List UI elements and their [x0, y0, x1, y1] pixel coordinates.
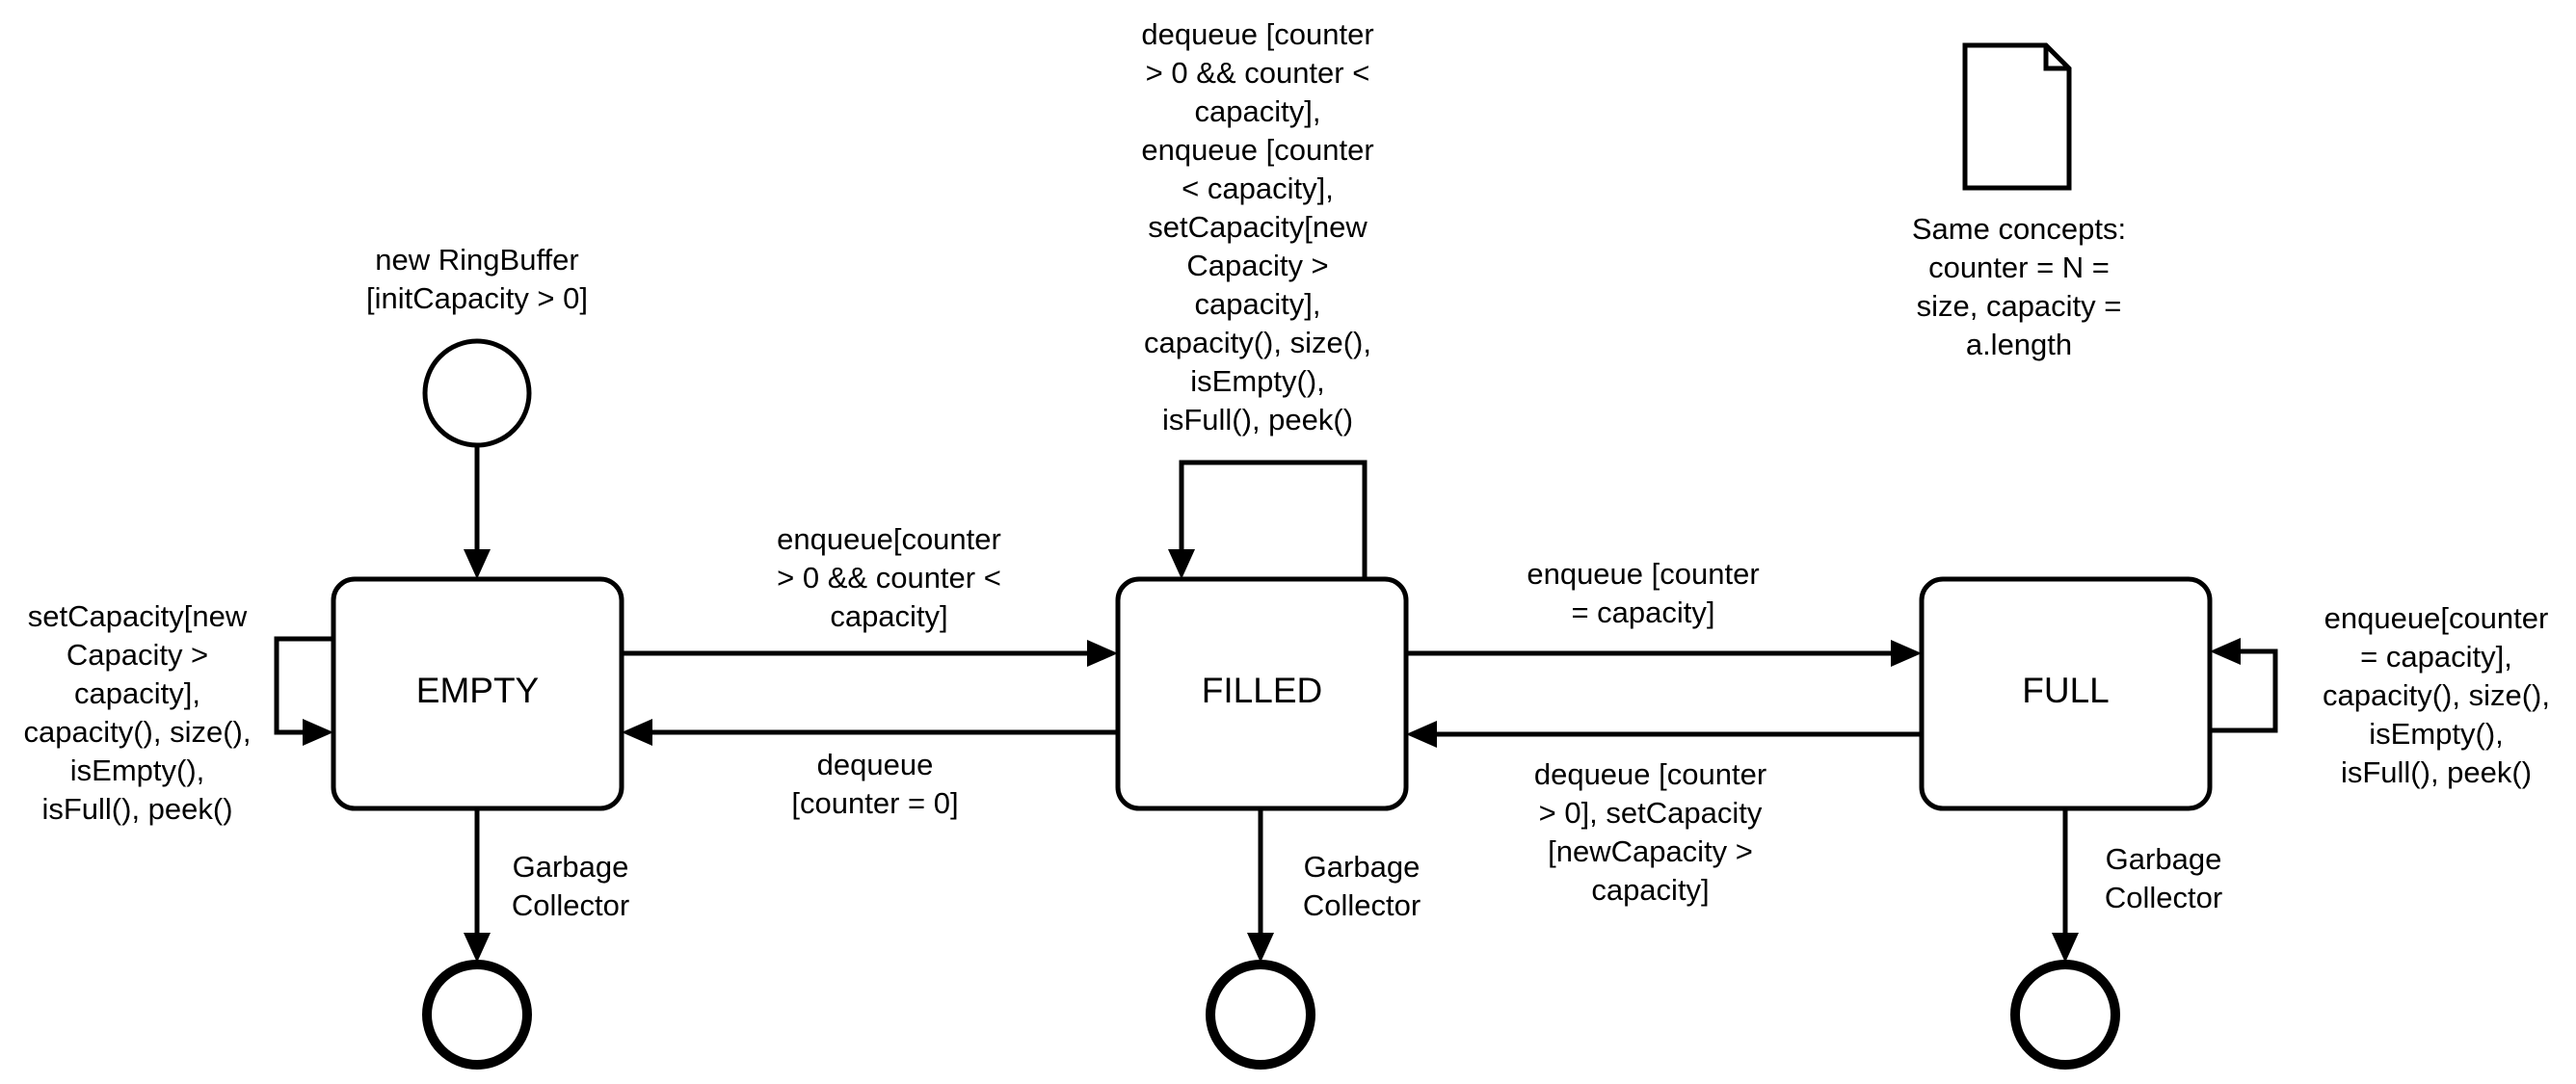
arrowhead — [464, 933, 491, 963]
label-gc-full: Garbage Collector — [2104, 842, 2223, 914]
label-initial: new RingBuffer [initCapacity > 0] — [365, 243, 589, 315]
document-icon — [1962, 42, 2072, 191]
state-filled-label: FILLED — [1201, 671, 1323, 710]
arrowhead — [1247, 933, 1274, 963]
label-filled-to-empty: dequeue [counter = 0] — [791, 748, 959, 820]
arrowhead — [1168, 549, 1195, 579]
final-node-filled — [1206, 960, 1315, 1070]
arrowhead — [1891, 640, 1922, 667]
arrowhead — [2052, 933, 2079, 963]
label-gc-filled: Garbage Collector — [1302, 850, 1421, 922]
arrowhead — [622, 719, 652, 746]
state-empty-label: EMPTY — [415, 671, 540, 710]
empty-self-loop — [274, 636, 333, 735]
arrowhead — [303, 719, 333, 746]
arrowhead — [1087, 640, 1118, 667]
full-self-loop — [2210, 648, 2278, 733]
state-full-label: FULL — [2022, 671, 2110, 710]
label-gc-empty: Garbage Collector — [511, 850, 630, 922]
label-filled-self: dequeue [counter > 0 && counter < capaci… — [1141, 17, 1374, 436]
label-empty-self: setCapacity[new Capacity > capacity], ca… — [23, 599, 252, 826]
final-node-full — [2010, 960, 2120, 1070]
initial-node — [422, 338, 532, 448]
label-filled-to-full: enqueue [counter = capacity] — [1527, 557, 1760, 629]
note-text: Same concepts: counter = N = size, capac… — [1911, 212, 2127, 361]
arrowhead — [1406, 721, 1437, 748]
label-empty-to-filled: enqueue[counter > 0 && counter < capacit… — [777, 522, 1001, 633]
label-full-self: enqueue[counter = capacity], capacity(),… — [2323, 601, 2550, 789]
arrowhead — [464, 549, 491, 579]
final-node-empty — [422, 960, 532, 1070]
label-full-to-filled: dequeue [counter > 0], setCapacity [newC… — [1533, 757, 1767, 907]
filled-self-loop — [1179, 460, 1368, 579]
arrowhead — [2210, 638, 2241, 665]
